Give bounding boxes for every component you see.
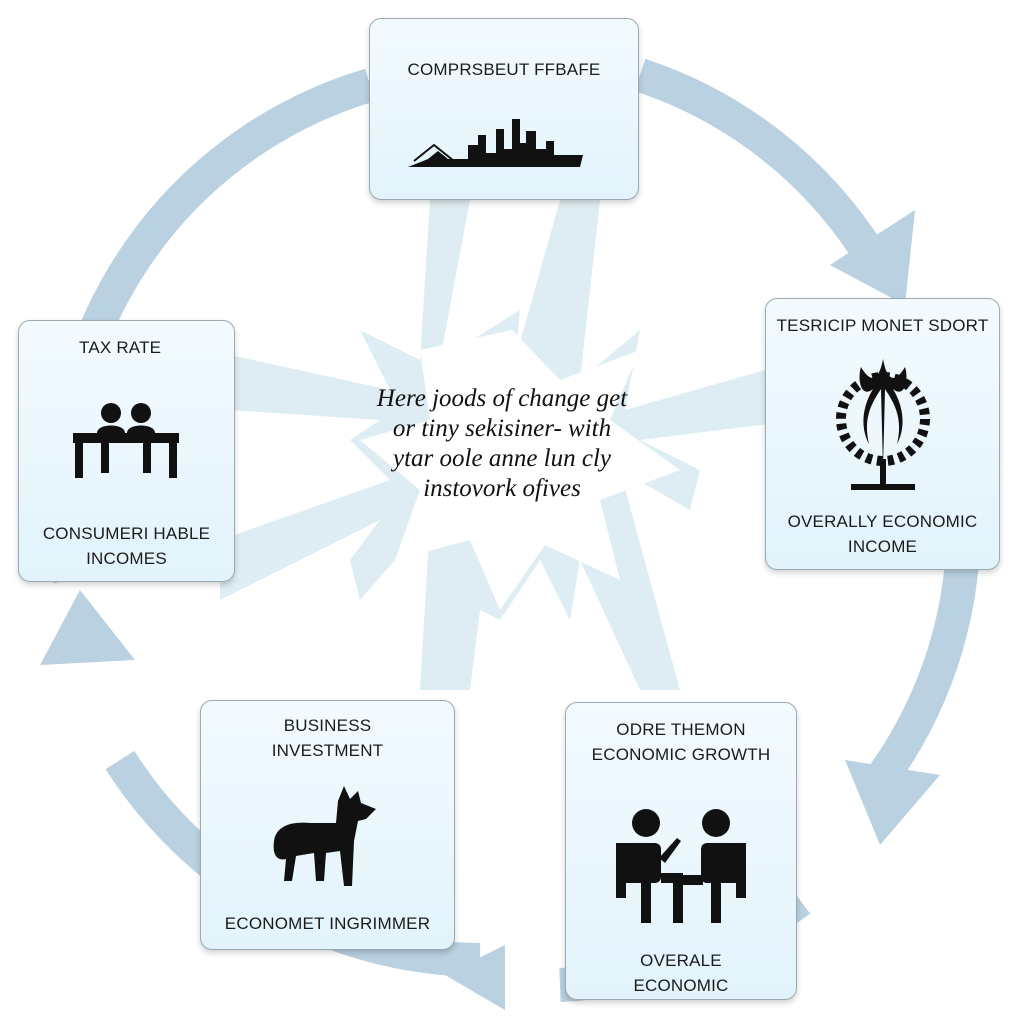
- plant-gear-icon: [836, 359, 930, 490]
- node-top-label: COMPRSBEUT FFBAFE: [407, 60, 601, 79]
- node-left-label: TAX RATE: [79, 338, 162, 357]
- node-bottom-left-label: BUSINESS INVESTMENT: [271, 716, 384, 760]
- node-bottom-right: ODRE THEMON ECONOMIC GROWTH OVERALE ECON…: [565, 702, 797, 1000]
- node-right: TESRICIP MONET SDORT OVERALLY ECONOMIC I…: [765, 298, 1000, 570]
- node-left-label-2: CONSUMERI HABLE INCOMES: [42, 524, 211, 568]
- star-center: [360, 330, 680, 610]
- node-right-label: TESRICIP MONET SDORT: [776, 316, 989, 335]
- node-bottom-right-label: ODRE THEMON ECONOMIC GROWTH: [591, 720, 771, 764]
- node-top: COMPRSBEUT FFBAFE: [369, 18, 639, 200]
- arrow-head-left: [40, 590, 135, 665]
- node-bottom-right-label-2: OVERALE ECONOMIC: [633, 951, 729, 995]
- node-bottom-left: BUSINESS INVESTMENT ECONOMET INGRIMMER: [200, 700, 455, 950]
- node-right-label-2: OVERALLY ECONOMIC INCOME: [787, 512, 978, 556]
- arrow-head-right: [845, 760, 940, 845]
- animal-icon: [273, 786, 376, 886]
- arrow-head-bottom: [445, 945, 505, 1010]
- node-left: TAX RATE CONSUMERI HABLE INCOMES: [18, 320, 235, 582]
- two-people-talking-icon: [616, 809, 746, 923]
- node-bottom-left-label-2: ECONOMET INGRIMMER: [224, 914, 431, 933]
- center-text: Here joods of change get or tiny sekisin…: [376, 385, 628, 502]
- people-at-table-icon: [73, 403, 179, 478]
- city-skyline-icon: [408, 119, 583, 167]
- arrow-head-top-right: [830, 210, 915, 305]
- arrow-heads: [40, 210, 940, 1010]
